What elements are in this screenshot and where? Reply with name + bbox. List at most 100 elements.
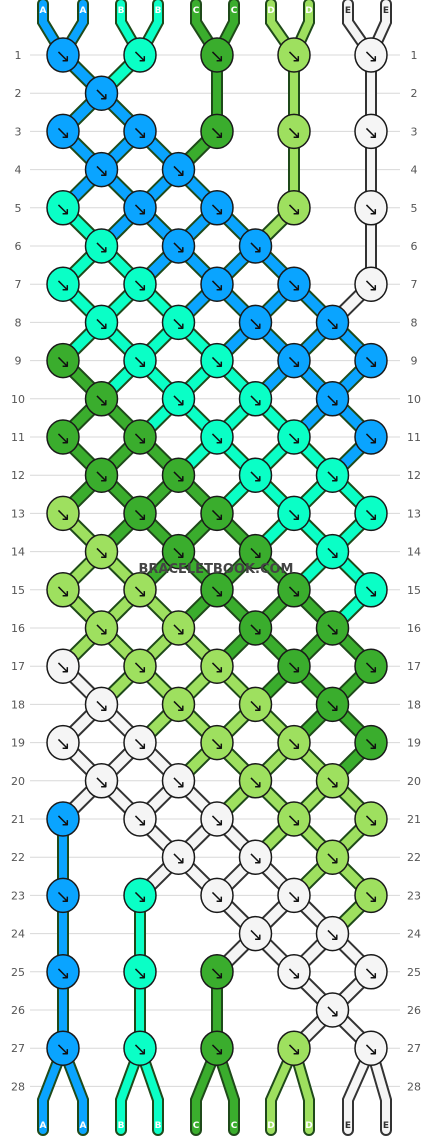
knot-arrow-icon: ↘ [248,619,263,640]
strand-letter-top: B [118,6,125,16]
knot: ↘ [84,763,119,799]
knot-arrow-icon: ↘ [132,504,147,525]
strand-letter-bottom: E [345,1121,351,1131]
knot: ↘ [238,533,273,570]
strand-letter-bottom: E [383,1121,389,1131]
strand-letter-top: D [305,6,312,16]
row-number-right: 22 [407,851,421,864]
knot: ↘ [277,801,311,837]
knot-arrow-icon: ↘ [55,886,70,907]
knot-ellipse [84,686,119,723]
knot-arrow-icon: ↘ [209,810,224,831]
knot-arrow-icon: ↘ [94,313,109,334]
knot-ellipse [123,648,157,684]
row-number-left: 7 [15,278,22,291]
knot-ellipse [315,381,350,417]
knot-arrow-icon: ↘ [171,695,186,716]
knot-arrow-icon: ↘ [325,313,340,334]
knot: ↘ [46,801,80,837]
knot-arrow-icon: ↘ [209,352,224,373]
knot-ellipse [84,763,119,799]
knot-ellipse [354,113,388,150]
knot-arrow-icon: ↘ [55,504,70,525]
row-number-right: 2 [411,87,418,100]
knot-arrow-icon: ↘ [286,275,301,296]
knot: ↘ [277,113,311,150]
knot-ellipse [315,533,350,570]
knot-ellipse [238,533,273,570]
knot: ↘ [200,724,234,761]
knot-ellipse [277,877,311,914]
strand-cap-bottom [192,1044,221,1134]
knot-ellipse [354,266,388,302]
knot: ↘ [46,495,80,532]
knot: ↘ [200,877,234,914]
knot: ↘ [354,419,388,455]
knot-arrow-icon: ↘ [325,390,340,411]
knot: ↘ [238,228,273,264]
knot-arrow-icon: ↘ [94,237,109,258]
strand-cap-bottom [39,1044,67,1134]
strand-letter-top: A [80,6,87,16]
knot-ellipse [84,304,119,341]
knot-arrow-icon: ↘ [55,199,70,220]
knot-ellipse [84,457,119,493]
knot-ellipse [84,610,119,646]
knot: ↘ [84,533,119,570]
knot-arrow-icon: ↘ [171,848,186,869]
knot: ↘ [315,992,350,1028]
row-number-left: 13 [11,507,25,520]
knot-ellipse [315,763,350,799]
row-number-right: 13 [407,507,421,520]
strand-letter-top: D [267,6,274,16]
knot-ellipse [277,648,311,684]
knot: ↘ [84,75,119,111]
knot-arrow-icon: ↘ [363,46,378,67]
knot-arrow-icon: ↘ [171,619,186,640]
knot-ellipse [200,648,234,684]
knot-ellipse [315,304,350,341]
knot: ↘ [46,572,80,608]
knot: ↘ [200,495,234,532]
row-number-right: 17 [407,660,421,673]
knot: ↘ [200,342,234,379]
knot: ↘ [161,610,196,646]
knot-ellipse [123,342,157,379]
knot: ↘ [277,877,311,914]
knot: ↘ [238,304,273,341]
knot-ellipse [315,610,350,646]
knot-ellipse [238,381,273,417]
knot-arrow-icon: ↘ [363,428,378,449]
knot: ↘ [123,724,157,761]
knot-ellipse [161,304,196,341]
knot-ellipse [277,37,311,73]
knot-arrow-icon: ↘ [248,313,263,334]
row-number-left: 3 [15,125,22,138]
knot-arrow-icon: ↘ [286,46,301,67]
knot: ↘ [161,533,196,570]
knot-arrow-icon: ↘ [171,313,186,334]
knot: ↘ [354,724,388,761]
knot: ↘ [161,228,196,264]
knot: ↘ [200,572,234,608]
knot-arrow-icon: ↘ [171,390,186,411]
knot-ellipse [46,877,80,914]
knot-ellipse [84,381,119,417]
knot-arrow-icon: ↘ [55,122,70,143]
strand-letter-bottom: D [305,1121,312,1131]
knot-arrow-icon: ↘ [132,810,147,831]
knot-ellipse [123,113,157,150]
knot: ↘ [46,877,80,914]
knot-ellipse [354,648,388,684]
knot-ellipse [84,533,119,570]
knot: ↘ [123,954,157,990]
knot-arrow-icon: ↘ [94,695,109,716]
row-number-right: 21 [407,813,421,826]
knot-arrow-icon: ↘ [55,734,70,755]
knot-ellipse [277,266,311,302]
knot-arrow-icon: ↘ [363,275,378,296]
knot: ↘ [84,381,119,417]
knot-ellipse [123,419,157,455]
knot: ↘ [315,304,350,341]
row-number-left: 18 [11,698,25,711]
